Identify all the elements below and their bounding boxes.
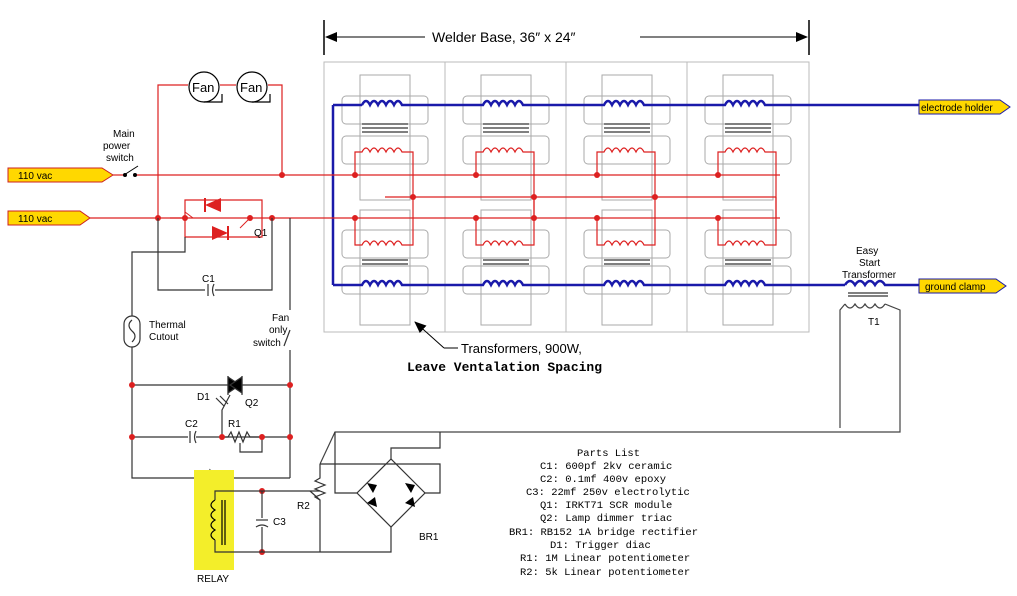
parts-item: R2: 5k Linear potentiometer xyxy=(520,567,690,579)
svg-text:Fan: Fan xyxy=(240,80,262,95)
easy-start-transformer: Easy Start Transformer T1 xyxy=(319,246,901,465)
parts-item: BR1: RB152 1A bridge rectifier xyxy=(509,527,698,539)
svg-text:Main: Main xyxy=(113,129,135,140)
parts-item: Q2: Lamp dimmer triac xyxy=(540,513,672,525)
r2-potentiometer: R2 xyxy=(297,464,327,552)
svg-text:C3: C3 xyxy=(273,517,286,528)
electrode-holder-tag: electrode holder xyxy=(918,99,1011,115)
parts-item: C1: 600pf 2kv ceramic xyxy=(540,461,672,473)
fan-2: Fan xyxy=(236,71,271,103)
secondary-wiring xyxy=(331,99,925,288)
svg-text:Leave Ventalation Spacing: Leave Ventalation Spacing xyxy=(407,360,602,375)
d1-label: D1 xyxy=(197,392,210,403)
svg-text:switch: switch xyxy=(253,338,281,349)
svg-text:Transformers, 900W,: Transformers, 900W, xyxy=(461,341,582,356)
br1-bridge-rectifier: BR1 xyxy=(320,432,441,553)
q2-label: Q2 xyxy=(245,398,259,409)
main-power-switch: Main power switch xyxy=(103,129,139,177)
input-tag-2: 110 vac xyxy=(7,210,91,226)
transformer xyxy=(583,74,671,326)
input-tag-1: 110 vac xyxy=(7,167,114,183)
primary-wiring xyxy=(90,84,780,247)
transformer-bank xyxy=(341,74,792,326)
c3-capacitor: C3 xyxy=(255,491,286,552)
junctions xyxy=(155,172,721,221)
q1-scr-module: Q1 xyxy=(184,198,268,240)
svg-text:R2: R2 xyxy=(297,501,310,512)
parts-item: D1: Trigger diac xyxy=(550,540,651,552)
parts-list: Parts List C1: 600pf 2kv ceramic C2: 0.1… xyxy=(509,448,698,579)
svg-text:110 vac: 110 vac xyxy=(18,171,52,182)
svg-text:Q1: Q1 xyxy=(254,228,268,239)
svg-text:Start: Start xyxy=(859,258,880,269)
thermal-cutout-label: Thermal Cutout xyxy=(149,320,186,343)
svg-text:110 vac: 110 vac xyxy=(18,214,52,225)
parts-item: Q1: IRKT71 SCR module xyxy=(540,500,672,512)
ground-clamp-tag: ground clamp xyxy=(918,278,1007,294)
svg-text:electrode holder: electrode holder xyxy=(921,103,993,114)
c1-label: C1 xyxy=(202,274,215,285)
svg-text:Fan: Fan xyxy=(272,313,289,324)
svg-text:Easy: Easy xyxy=(856,246,878,257)
c2-label: C2 xyxy=(185,419,198,430)
transformer xyxy=(704,74,792,326)
svg-text:only: only xyxy=(269,325,287,336)
transformer-note: Transformers, 900W, Leave Ventalation Sp… xyxy=(407,321,602,375)
svg-text:BR1: BR1 xyxy=(419,532,439,543)
parts-list-title: Parts List xyxy=(577,448,640,460)
base-label: Welder Base, 36″ x 24″ xyxy=(432,29,576,45)
svg-text:switch: switch xyxy=(106,153,134,164)
fan-1: Fan xyxy=(188,71,223,103)
fan-only-switch-label: Fan only switch xyxy=(253,313,289,349)
parts-item: C3: 22mf 250v electrolytic xyxy=(526,487,690,499)
svg-text:T1: T1 xyxy=(868,317,880,328)
transformer xyxy=(341,74,429,326)
svg-text:ground clamp: ground clamp xyxy=(925,282,986,293)
svg-text:RELAY: RELAY xyxy=(197,574,229,585)
svg-text:power: power xyxy=(103,141,131,152)
parts-item: C2: 0.1mf 400v epoxy xyxy=(540,474,666,486)
relay: RELAY xyxy=(194,470,320,585)
svg-text:Cutout: Cutout xyxy=(149,332,179,343)
transformer xyxy=(462,74,550,326)
r1-label: R1 xyxy=(228,419,241,430)
base-dimension: Welder Base, 36″ x 24″ xyxy=(323,20,810,55)
svg-text:Transformer: Transformer xyxy=(842,270,897,281)
transformer-cores xyxy=(362,123,771,265)
svg-text:Thermal: Thermal xyxy=(149,320,186,331)
control-circuit xyxy=(123,218,291,493)
svg-text:Fan: Fan xyxy=(192,80,214,95)
parts-item: R1: 1M Linear potentiometer xyxy=(520,553,690,565)
